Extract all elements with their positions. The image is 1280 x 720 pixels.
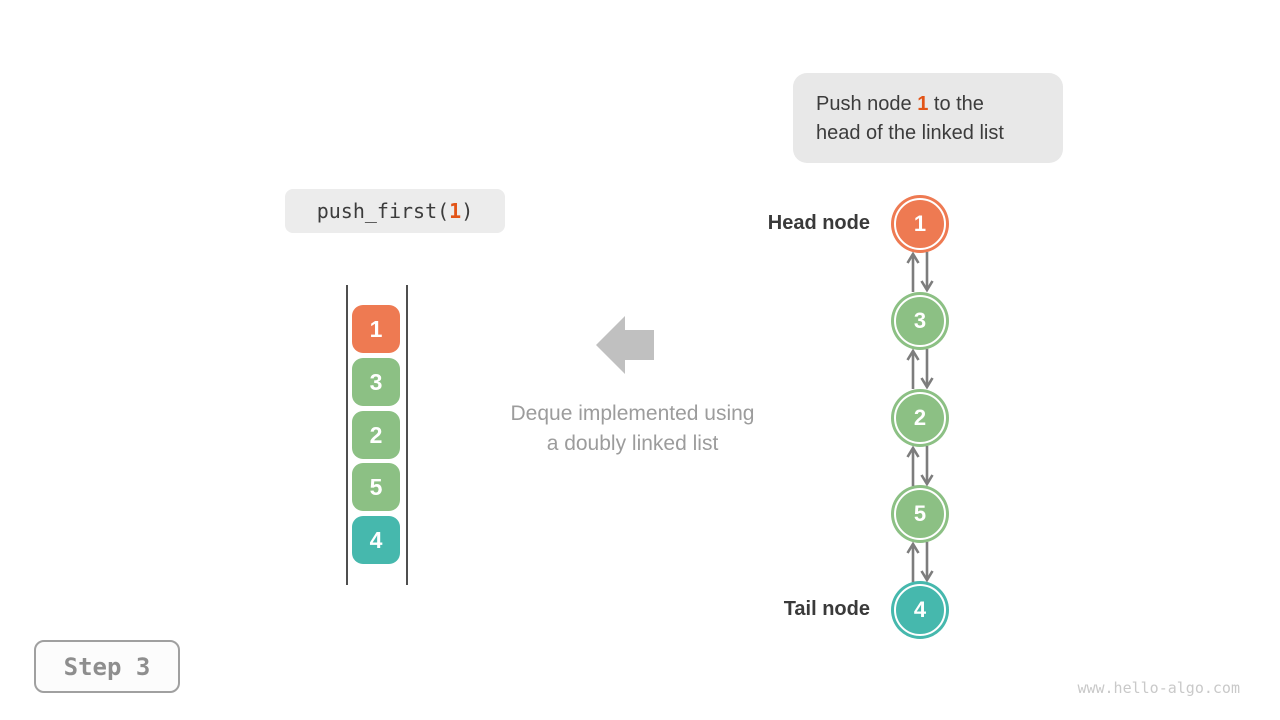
list-node: 4 <box>891 581 949 639</box>
array-cell-value: 3 <box>369 368 383 395</box>
array-cell: 4 <box>352 516 400 564</box>
callout-highlight-value: 1 <box>917 93 929 115</box>
list-node-value: 3 <box>913 308 927 333</box>
list-node-value: 4 <box>913 597 927 622</box>
array-cell: 1 <box>352 305 400 353</box>
callout-text-prefix: Push node <box>816 93 918 115</box>
step-label: Step 3 <box>63 652 151 681</box>
list-node: 1 <box>891 195 949 253</box>
head-node-label: Head node <box>767 212 870 234</box>
operation-arg: 1 <box>449 199 462 223</box>
operation-label: push_first(1) <box>285 189 505 233</box>
array-cell: 5 <box>352 463 400 511</box>
list-node-value: 1 <box>913 211 927 236</box>
array-cell-value: 5 <box>369 473 383 500</box>
watermark-text: www.hello-algo.com <box>1077 679 1240 697</box>
array-cell: 2 <box>352 411 400 459</box>
array-cell: 3 <box>352 358 400 406</box>
list-node: 3 <box>891 292 949 350</box>
array-cell-value: 2 <box>369 421 383 448</box>
array-rail-right <box>406 285 408 585</box>
operation-suffix: ) <box>461 199 474 223</box>
array-cell-value: 4 <box>369 526 383 553</box>
figure-caption: Deque implemented using a doubly linked … <box>460 399 805 459</box>
caption-line2: a doubly linked list <box>546 432 719 455</box>
list-node: 5 <box>891 485 949 543</box>
tail-node-label: Tail node <box>783 598 870 620</box>
callout-text-suffix: to the <box>928 93 984 115</box>
bidirectional-arrows-icon <box>906 251 934 293</box>
list-node: 2 <box>891 389 949 447</box>
step-badge: Step 3 <box>34 640 180 693</box>
bidirectional-arrows-icon <box>906 348 934 390</box>
array-cell-value: 1 <box>369 315 383 342</box>
bidirectional-arrows-icon <box>906 541 934 583</box>
callout-box: Push node 1 to the head of the linked li… <box>793 73 1063 163</box>
array-rail-left <box>346 285 348 585</box>
operation-prefix: push_first( <box>316 199 450 223</box>
caption-line1: Deque implemented using <box>510 402 755 425</box>
list-node-value: 2 <box>913 405 927 430</box>
bidirectional-arrows-icon <box>906 445 934 487</box>
left-arrow-icon <box>596 316 654 374</box>
callout-text-line2: head of the linked list <box>816 122 1004 144</box>
list-node-value: 5 <box>913 501 927 526</box>
